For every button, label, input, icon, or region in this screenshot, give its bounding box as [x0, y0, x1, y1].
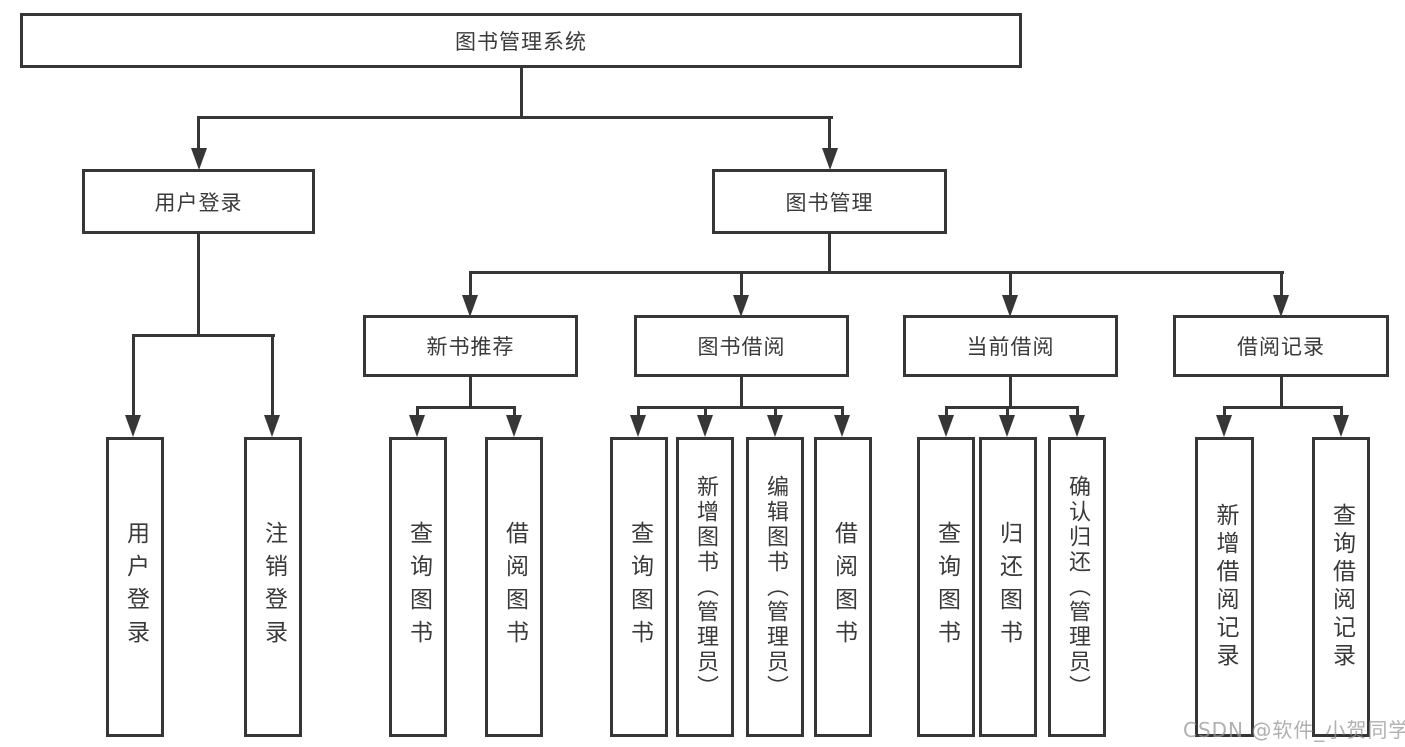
leaf-label: 新增图书（管理员）	[693, 474, 718, 700]
connector-line	[637, 406, 640, 417]
connector-line	[469, 271, 472, 295]
leaf-borrow-book: 借阅图书	[814, 437, 872, 737]
leaf-label: 用户登录	[122, 521, 149, 653]
arrow-head	[630, 415, 646, 437]
connector-line	[841, 406, 844, 417]
connector-line	[132, 334, 275, 337]
arrow-head	[1216, 415, 1232, 437]
connector-line	[513, 406, 516, 417]
node-book-management: 图书管理	[712, 169, 947, 234]
leaf-add-book-admin: 新增图书（管理员）	[676, 437, 734, 737]
connector-line	[469, 375, 472, 409]
connector-line	[1006, 406, 1009, 417]
leaf-label: 新增借阅记录	[1212, 503, 1238, 671]
node-book-borrow: 图书借阅	[634, 315, 849, 377]
node-label: 新书推荐	[426, 335, 515, 359]
leaf-label: 查询图书	[626, 521, 653, 653]
arrow-head	[938, 415, 954, 437]
arrow-head	[1333, 415, 1349, 437]
connector-line	[704, 406, 707, 417]
arrow-head	[1002, 295, 1018, 317]
arrow-head	[462, 295, 478, 317]
leaf-query-borrow-record: 查询借阅记录	[1312, 437, 1370, 737]
leaf-borrow-book-recommend: 借阅图书	[485, 437, 543, 737]
arrow-head	[834, 415, 850, 437]
node-new-book-recommend: 新书推荐	[363, 315, 578, 377]
node-borrow-record: 借阅记录	[1173, 315, 1389, 377]
connector-line	[469, 271, 1284, 274]
leaf-label: 借阅图书	[830, 521, 857, 653]
node-current-borrow: 当前借阅	[903, 315, 1118, 377]
connector-line	[1009, 375, 1012, 409]
leaf-confirm-return-admin: 确认归还（管理员）	[1048, 437, 1106, 737]
leaf-add-borrow-record: 新增借阅记录	[1195, 437, 1254, 737]
arrow-head	[767, 415, 783, 437]
leaf-query-book-borrow: 查询图书	[610, 437, 668, 737]
leaf-user-login: 用户登录	[106, 437, 164, 737]
leaf-label: 编辑图书（管理员）	[763, 474, 788, 700]
connector-line	[1009, 271, 1012, 295]
node-label: 当前借阅	[966, 335, 1055, 359]
leaf-label: 借阅图书	[501, 521, 528, 653]
arrow-head	[697, 415, 713, 437]
arrow-head	[733, 295, 749, 317]
connector-line	[520, 66, 523, 119]
connector-line	[740, 375, 743, 409]
arrow-head	[191, 148, 207, 170]
leaf-label: 确认归还（管理员）	[1065, 474, 1090, 700]
connector-line	[416, 406, 419, 417]
connector-line	[740, 271, 743, 295]
arrow-head	[999, 415, 1015, 437]
node-label: 图书借阅	[697, 335, 786, 359]
leaf-label: 查询借阅记录	[1328, 503, 1355, 671]
node-root: 图书管理系统	[20, 13, 1022, 68]
leaf-logout: 注销登录	[244, 437, 302, 737]
watermark-text: CSDN @软件_小贺同学	[1183, 718, 1405, 742]
connector-line	[1340, 406, 1343, 417]
leaf-edit-book-admin: 编辑图书（管理员）	[746, 437, 804, 737]
arrow-head	[1273, 295, 1289, 317]
leaf-label: 归还图书	[995, 521, 1022, 653]
arrow-head	[409, 415, 425, 437]
node-label: 借阅记录	[1237, 335, 1325, 359]
connector-line	[197, 232, 200, 337]
arrow-head	[264, 415, 280, 437]
leaf-label: 查询图书	[405, 521, 432, 653]
connector-line	[197, 116, 833, 119]
connector-line	[828, 232, 831, 274]
connector-line	[774, 406, 777, 417]
node-user-login: 用户登录	[82, 169, 315, 234]
leaf-label: 注销登录	[260, 521, 287, 653]
arrow-head	[506, 415, 522, 437]
node-label: 图书管理系统	[455, 29, 587, 54]
arrow-head	[822, 148, 838, 170]
leaf-return-book: 归还图书	[979, 437, 1037, 737]
connector-line	[1223, 406, 1226, 417]
arrow-head	[1069, 415, 1085, 437]
connector-line	[1076, 406, 1079, 417]
node-label: 用户登录	[154, 190, 243, 215]
connector-line	[416, 406, 516, 409]
connector-line	[1280, 271, 1283, 295]
node-label: 图书管理	[785, 190, 874, 215]
connector-line	[132, 334, 135, 417]
leaf-query-book-current: 查询图书	[917, 437, 975, 737]
arrow-head	[125, 415, 141, 437]
connector-line	[828, 116, 831, 150]
leaf-query-book-recommend: 查询图书	[389, 437, 447, 737]
connector-line	[1223, 406, 1343, 409]
connector-line	[1280, 375, 1283, 409]
connector-line	[197, 116, 200, 150]
connector-line	[945, 406, 948, 417]
connector-line	[945, 406, 1079, 409]
leaf-label: 查询图书	[933, 521, 960, 653]
connector-line	[637, 406, 844, 409]
connector-line	[271, 334, 274, 417]
